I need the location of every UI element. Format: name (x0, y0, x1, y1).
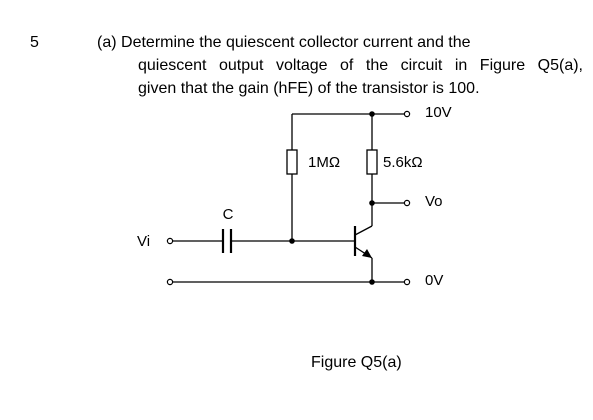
question-line-2: quiescent output voltage of the circuit … (138, 57, 583, 74)
capacitor-label: C (223, 206, 234, 223)
question-part-label: (a) (97, 34, 117, 51)
input-label: Vi (137, 233, 150, 250)
input-branch: Vi C (137, 206, 355, 253)
coupling-capacitor (221, 229, 233, 253)
question-line-1: (a) Determine the quiescent collector cu… (97, 31, 583, 54)
resistor-r1: 1MΩ (286, 149, 340, 241)
output-terminal (403, 199, 411, 207)
ground-right-terminal (403, 278, 411, 286)
question-number: 5 (30, 34, 39, 51)
output-label: Vo (425, 193, 443, 210)
ground-left-terminal (166, 278, 174, 286)
input-terminal (166, 237, 174, 245)
question-text: (a) Determine the quiescent collector cu… (97, 31, 583, 100)
ground-junction-dot (369, 279, 375, 285)
question-line-1-text: Determine the quiescent collector curren… (121, 34, 471, 51)
ground-label: 0V (425, 272, 443, 289)
npn-transistor (353, 225, 373, 282)
resistor-r2-label: 5.6kΩ (383, 154, 423, 171)
ground-rail: 0V (166, 272, 443, 289)
base-junction-dot (289, 238, 295, 244)
supply-label: 10V (425, 104, 452, 121)
emitter-arrow-icon (362, 249, 372, 258)
supply-junction-dot (369, 111, 375, 117)
supply-terminal (403, 110, 411, 118)
output-junction-dot (369, 200, 375, 206)
supply-rail: 10V (291, 104, 452, 150)
resistor-r2: 5.6kΩ (366, 149, 423, 226)
resistor-r1-label: 1MΩ (308, 154, 340, 171)
question-line-3: given that the gain (hFE) of the transis… (138, 80, 480, 97)
figure-caption: Figure Q5(a) (311, 354, 402, 371)
output-node: Vo (369, 193, 443, 210)
